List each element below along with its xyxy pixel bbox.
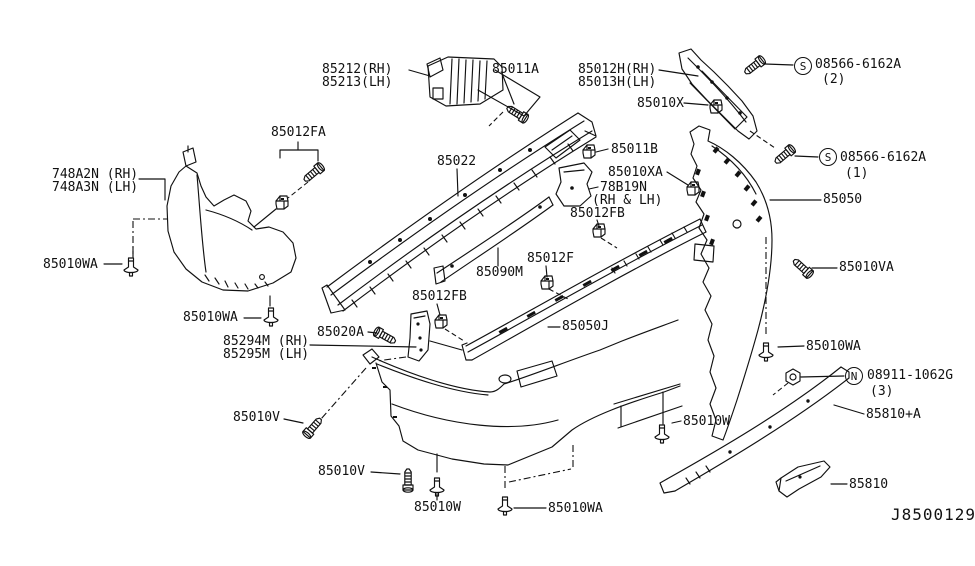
callout-fender-protector: 748A2N (RH) 748A3N (LH) bbox=[52, 168, 138, 194]
screw-symbol-icon: S bbox=[794, 57, 812, 75]
callout-side-spacer: 78B19N (RH & LH) bbox=[592, 180, 662, 207]
part-bumper-reinforcement bbox=[322, 113, 596, 313]
pin-85010w-bottom bbox=[429, 477, 445, 497]
clip-85012f bbox=[540, 275, 554, 290]
part-number: 85012H(RH) bbox=[578, 62, 657, 77]
clip-85011b bbox=[582, 144, 596, 159]
callout-85010v-upper: 85010V bbox=[233, 410, 280, 425]
part-bumper-absorber-strip bbox=[434, 197, 553, 284]
callout-85810a: 85810+A bbox=[866, 407, 921, 422]
callout-lower-bracket: 85294M (RH) 85295M (LH) bbox=[223, 335, 309, 361]
nut-08911 bbox=[785, 368, 801, 386]
part-rear-finisher-lower bbox=[776, 461, 830, 497]
pin-85010w-right bbox=[654, 424, 670, 444]
part-lower-side-bracket bbox=[408, 311, 462, 361]
part-energy-absorber-side bbox=[427, 57, 540, 116]
callout-85020a: 85020A bbox=[317, 325, 364, 340]
callout-85011b: 85011B bbox=[611, 142, 658, 157]
callout-85012fb-lower: 85012FB bbox=[412, 289, 467, 304]
part-rear-fender-protector bbox=[167, 146, 296, 291]
pin-85010wa-right bbox=[758, 342, 774, 362]
part-number: 748A2N (RH) bbox=[52, 167, 139, 182]
clip-85012fa bbox=[275, 195, 289, 210]
screw-85010va bbox=[790, 256, 816, 281]
screw-08566-upper bbox=[741, 54, 768, 78]
screw-08566-lower bbox=[771, 142, 798, 167]
part-number: 85294M (RH) bbox=[223, 334, 310, 349]
screw-85010v-lower bbox=[402, 468, 414, 493]
callout-85011a: 85011A bbox=[492, 62, 539, 77]
screw-85010v-upper bbox=[300, 415, 325, 441]
callout-nut-qty: (3) bbox=[870, 384, 894, 399]
part-number: 85212(RH) bbox=[322, 62, 393, 77]
part-bumper-retainer bbox=[462, 219, 706, 360]
part-side-spacer bbox=[556, 163, 592, 206]
callout-85012fa: 85012FA bbox=[271, 125, 326, 140]
screw-85020a bbox=[371, 325, 398, 347]
diagram-code: J8500129 bbox=[891, 505, 975, 524]
callout-screw-lower-code: 08566-6162A bbox=[840, 150, 927, 165]
screw-85012fa bbox=[300, 160, 327, 185]
callout-screw-upper-code: 08566-6162A bbox=[815, 57, 902, 72]
clip-85012fb-lower bbox=[434, 314, 448, 329]
callout-85012f: 85012F bbox=[527, 251, 574, 266]
part-number: 85013H(LH) bbox=[578, 75, 657, 90]
callout-screw-upper-qty: (2) bbox=[822, 72, 846, 87]
callout-side-bracket: 85012H(RH) 85013H(LH) bbox=[578, 63, 656, 89]
callout-85090m: 85090M bbox=[476, 265, 523, 280]
callout-85010wa-left: 85010WA bbox=[43, 257, 98, 272]
nut-symbol-icon: N bbox=[845, 367, 863, 385]
clip-85010x bbox=[709, 99, 723, 114]
fasteners bbox=[123, 54, 816, 516]
screw-85011a bbox=[504, 102, 531, 125]
callout-screw-lower-qty: (1) bbox=[845, 166, 869, 181]
callout-85010x: 85010X bbox=[637, 96, 684, 111]
callout-energy-absorber-side: 85212(RH) 85213(LH) bbox=[322, 63, 392, 89]
callout-85010wa-right: 85010WA bbox=[806, 339, 861, 354]
screw-symbol-icon: S bbox=[819, 148, 837, 166]
part-lower-bumper-cover bbox=[363, 320, 682, 465]
part-bumper-side-bracket bbox=[679, 49, 757, 139]
part-number: 85213(LH) bbox=[322, 75, 393, 90]
part-number: 748A3N (LH) bbox=[52, 180, 139, 195]
leader-lines bbox=[104, 64, 864, 508]
callout-85010w-right: 85010W bbox=[683, 414, 730, 429]
part-bumper-fascia bbox=[690, 126, 772, 440]
part-number: 78B19N bbox=[600, 180, 647, 195]
callout-85810: 85810 bbox=[849, 477, 889, 492]
callout-85010v-lower: 85010V bbox=[318, 464, 365, 479]
callout-nut-code: 08911-1062G bbox=[867, 368, 954, 383]
callout-85022: 85022 bbox=[437, 154, 477, 169]
part-rear-finisher-upper bbox=[660, 367, 849, 493]
pin-85010wa-bottom bbox=[497, 496, 513, 516]
callout-85010xa: 85010XA bbox=[608, 165, 663, 180]
callout-85010w-bottom: 85010W bbox=[414, 500, 461, 515]
callout-85010wa-mid: 85010WA bbox=[183, 310, 238, 325]
callout-85010wa-bottom: 85010WA bbox=[548, 501, 603, 516]
callout-85012fb-upper: 85012FB bbox=[570, 206, 625, 221]
callout-85050: 85050 bbox=[823, 192, 863, 207]
part-side: (RH & LH) bbox=[592, 193, 663, 208]
pin-85010wa-left bbox=[123, 257, 139, 277]
part-number: 85295M (LH) bbox=[223, 347, 310, 362]
callout-85010va: 85010VA bbox=[839, 260, 894, 275]
pin-85010wa-mid bbox=[263, 307, 279, 327]
dashed-lines bbox=[133, 112, 788, 489]
callout-85050j: 85050J bbox=[562, 319, 609, 334]
